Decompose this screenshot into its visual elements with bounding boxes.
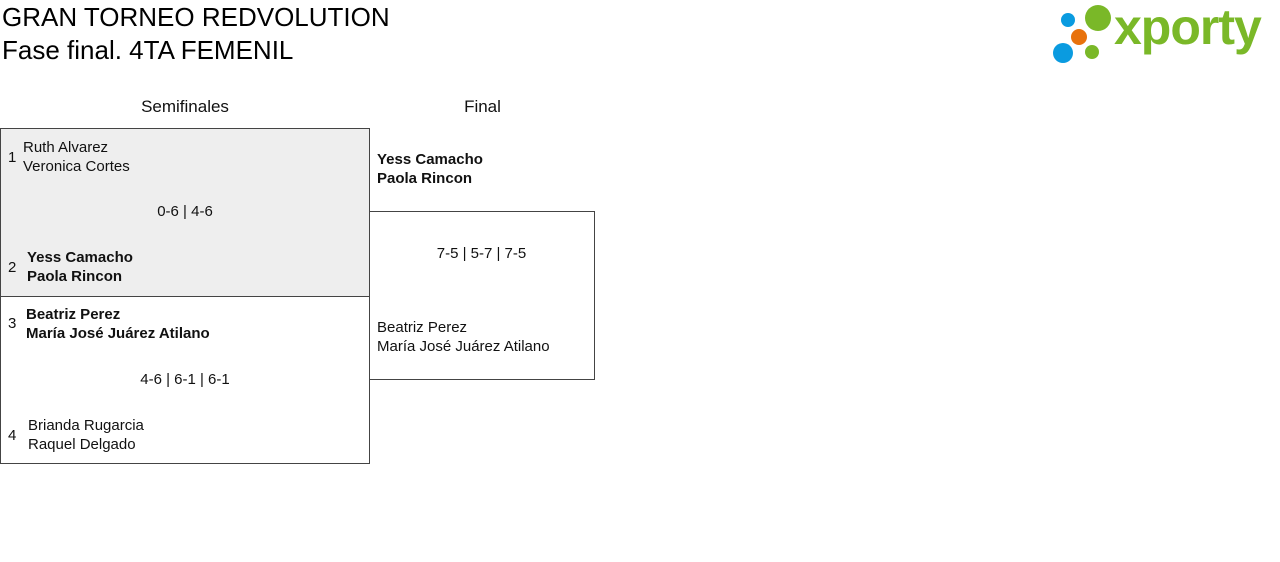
player-name: Beatriz Perez: [377, 319, 468, 336]
logo-dots-icon: [1053, 5, 1111, 63]
seed-number: 2: [8, 259, 17, 276]
player-name: Paola Rincon: [377, 170, 473, 187]
player-name: Yess Camacho: [377, 151, 483, 168]
final-match[interactable]: 7-5 | 5-7 | 7-5 Beatriz Perez María José…: [369, 211, 595, 380]
final-team-top-winner: Yess Camacho Paola Rincon: [377, 150, 483, 188]
seed-number: 1: [8, 149, 17, 166]
team-top: Ruth Alvarez Veronica Cortes: [23, 138, 130, 176]
player-name: Raquel Delgado: [28, 436, 136, 453]
player-name: Yess Camacho: [27, 249, 133, 266]
team-bottom-winner: Yess Camacho Paola Rincon: [27, 248, 133, 286]
player-name: Veronica Cortes: [23, 158, 130, 175]
team-bottom: Brianda Rugarcia Raquel Delgado: [28, 416, 144, 454]
match-score: 4-6 | 6-1 | 6-1: [140, 371, 230, 388]
player-name: María José Juárez Atilano: [377, 338, 550, 355]
player-name: Paola Rincon: [27, 268, 123, 285]
semifinal-match-1[interactable]: 1 Ruth Alvarez Veronica Cortes 0-6 | 4-6…: [0, 128, 370, 297]
logo-text: xporty: [1114, 0, 1262, 55]
phase-title: Fase final. 4TA FEMENIL: [2, 35, 294, 65]
round-header-semifinals: Semifinales: [141, 97, 229, 116]
player-name: Beatriz Perez: [26, 306, 121, 323]
player-name: María José Juárez Atilano: [26, 325, 210, 342]
final-team-bottom: Beatriz Perez María José Juárez Atilano: [377, 318, 550, 356]
team-top-winner: Beatriz Perez María José Juárez Atilano: [26, 305, 210, 343]
round-header-final: Final: [464, 97, 501, 116]
player-name: Ruth Alvarez: [23, 139, 109, 156]
tournament-title: GRAN TORNEO REDVOLUTION: [2, 2, 390, 32]
match-score: 7-5 | 5-7 | 7-5: [436, 245, 527, 262]
seed-number: 3: [8, 315, 17, 332]
player-name: Brianda Rugarcia: [28, 417, 144, 434]
seed-number: 4: [8, 427, 17, 444]
xporty-logo: xporty: [1050, 0, 1276, 66]
match-score: 0-6 | 4-6: [157, 203, 213, 220]
semifinal-match-2[interactable]: 3 Beatriz Perez María José Juárez Atilan…: [0, 296, 370, 464]
